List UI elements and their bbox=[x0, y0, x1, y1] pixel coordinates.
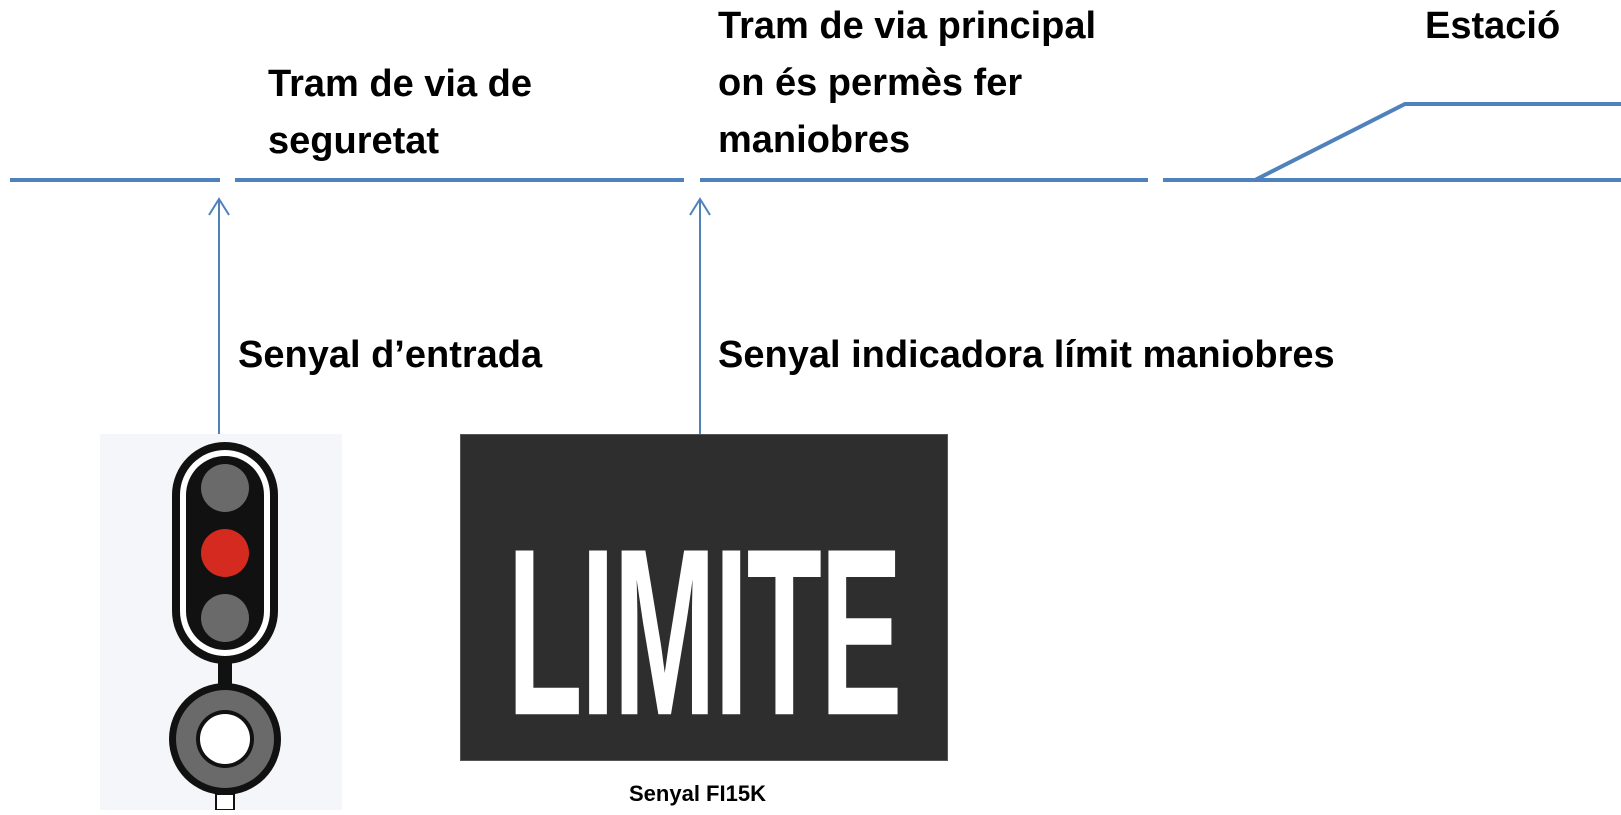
label-senyal-entrada: Senyal d’entrada bbox=[238, 334, 543, 376]
lamp-bottom bbox=[201, 594, 249, 642]
caption-fi15k: Senyal FI15K bbox=[629, 781, 766, 806]
limite-board-text: LIMITE bbox=[507, 498, 902, 766]
label-estacio: Estació bbox=[1425, 5, 1561, 47]
label-tram-seguretat: Tram de via de seguretat bbox=[268, 63, 533, 162]
limit-signal-arrowhead bbox=[689, 197, 711, 216]
signal-base bbox=[215, 793, 235, 811]
station-siding bbox=[1254, 102, 1621, 182]
entry-signal-arrowhead bbox=[208, 197, 230, 216]
lower-disc-center bbox=[200, 714, 250, 764]
limite-board: LIMITE bbox=[460, 434, 948, 765]
entry-signal-image bbox=[100, 434, 342, 811]
lamp-top bbox=[201, 464, 249, 512]
label-senyal-limit: Senyal indicadora límit maniobres bbox=[718, 334, 1335, 376]
signal-stem bbox=[218, 662, 232, 686]
lamp-middle-red bbox=[201, 529, 249, 577]
label-tram-maniobres: Tram de via principal on és permès fer m… bbox=[718, 5, 1097, 161]
entry-signal-drawing bbox=[169, 442, 281, 811]
